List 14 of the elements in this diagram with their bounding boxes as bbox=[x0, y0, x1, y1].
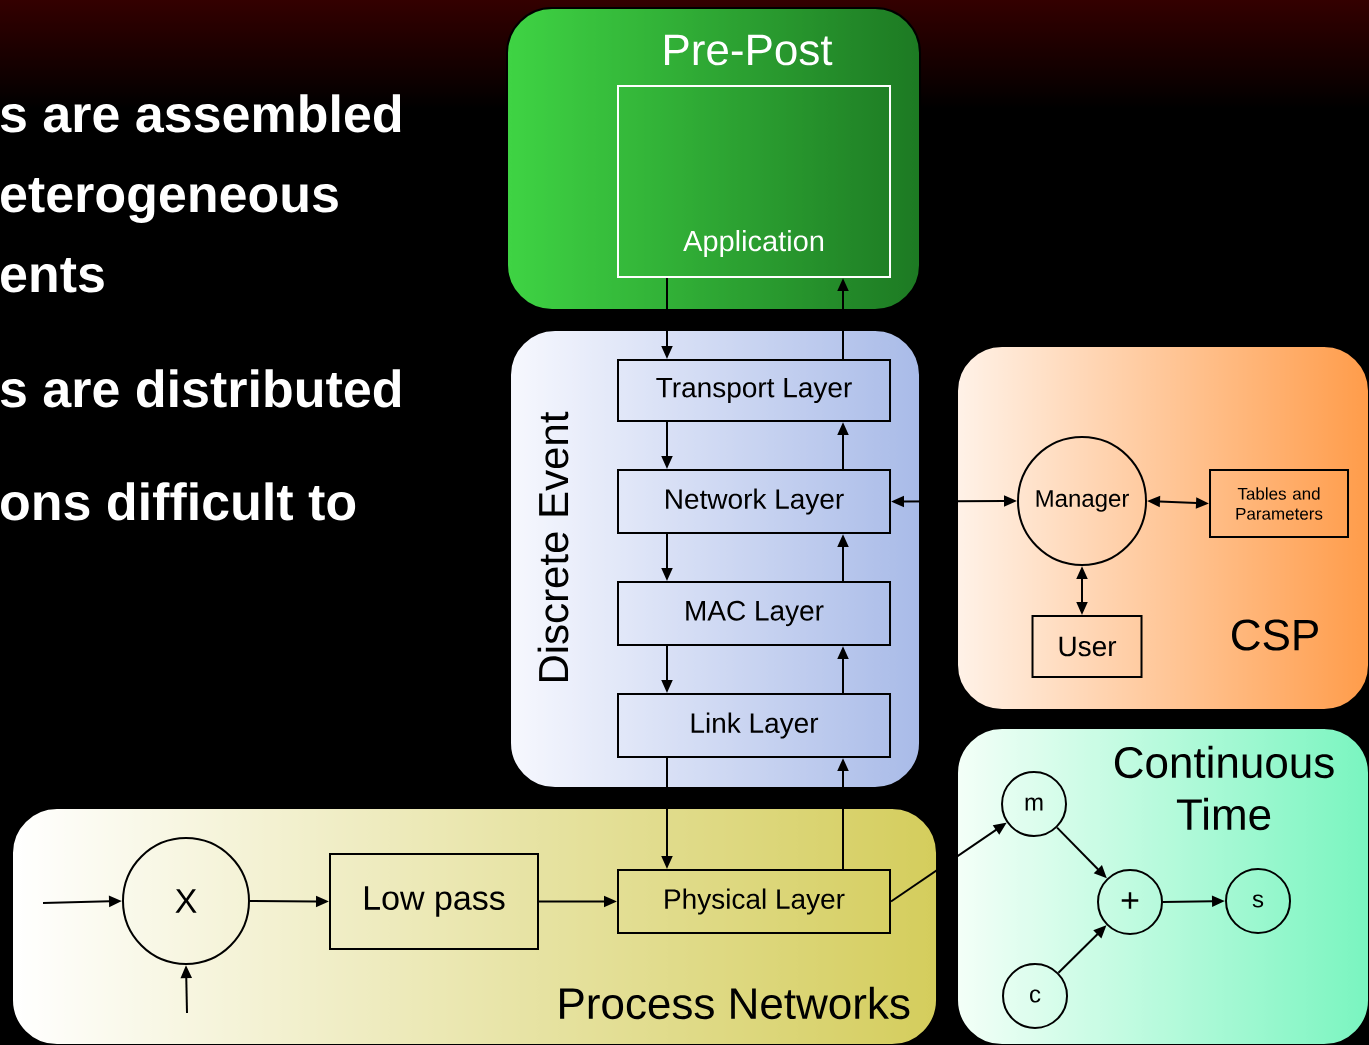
process-box: MAC Layer bbox=[617, 581, 891, 646]
process-box: Physical Layer bbox=[617, 869, 891, 934]
bullet-text: s are assembled bbox=[0, 94, 401, 133]
process-box: Transport Layer bbox=[617, 359, 891, 422]
process-box: Low pass bbox=[329, 853, 539, 950]
process-box: Tables and Parameters bbox=[1209, 469, 1349, 538]
bullet-text: ents bbox=[1, 258, 104, 293]
process-box: Link Layer bbox=[617, 693, 891, 758]
bullet-text: eterogeneous bbox=[1, 178, 338, 223]
process-box: Application bbox=[617, 85, 891, 278]
bullet-text: ons difficult to bbox=[1, 482, 356, 521]
bullet-text: s are distributed bbox=[0, 369, 401, 408]
process-box: Network Layer bbox=[617, 469, 891, 534]
process-box: User bbox=[1031, 615, 1143, 678]
